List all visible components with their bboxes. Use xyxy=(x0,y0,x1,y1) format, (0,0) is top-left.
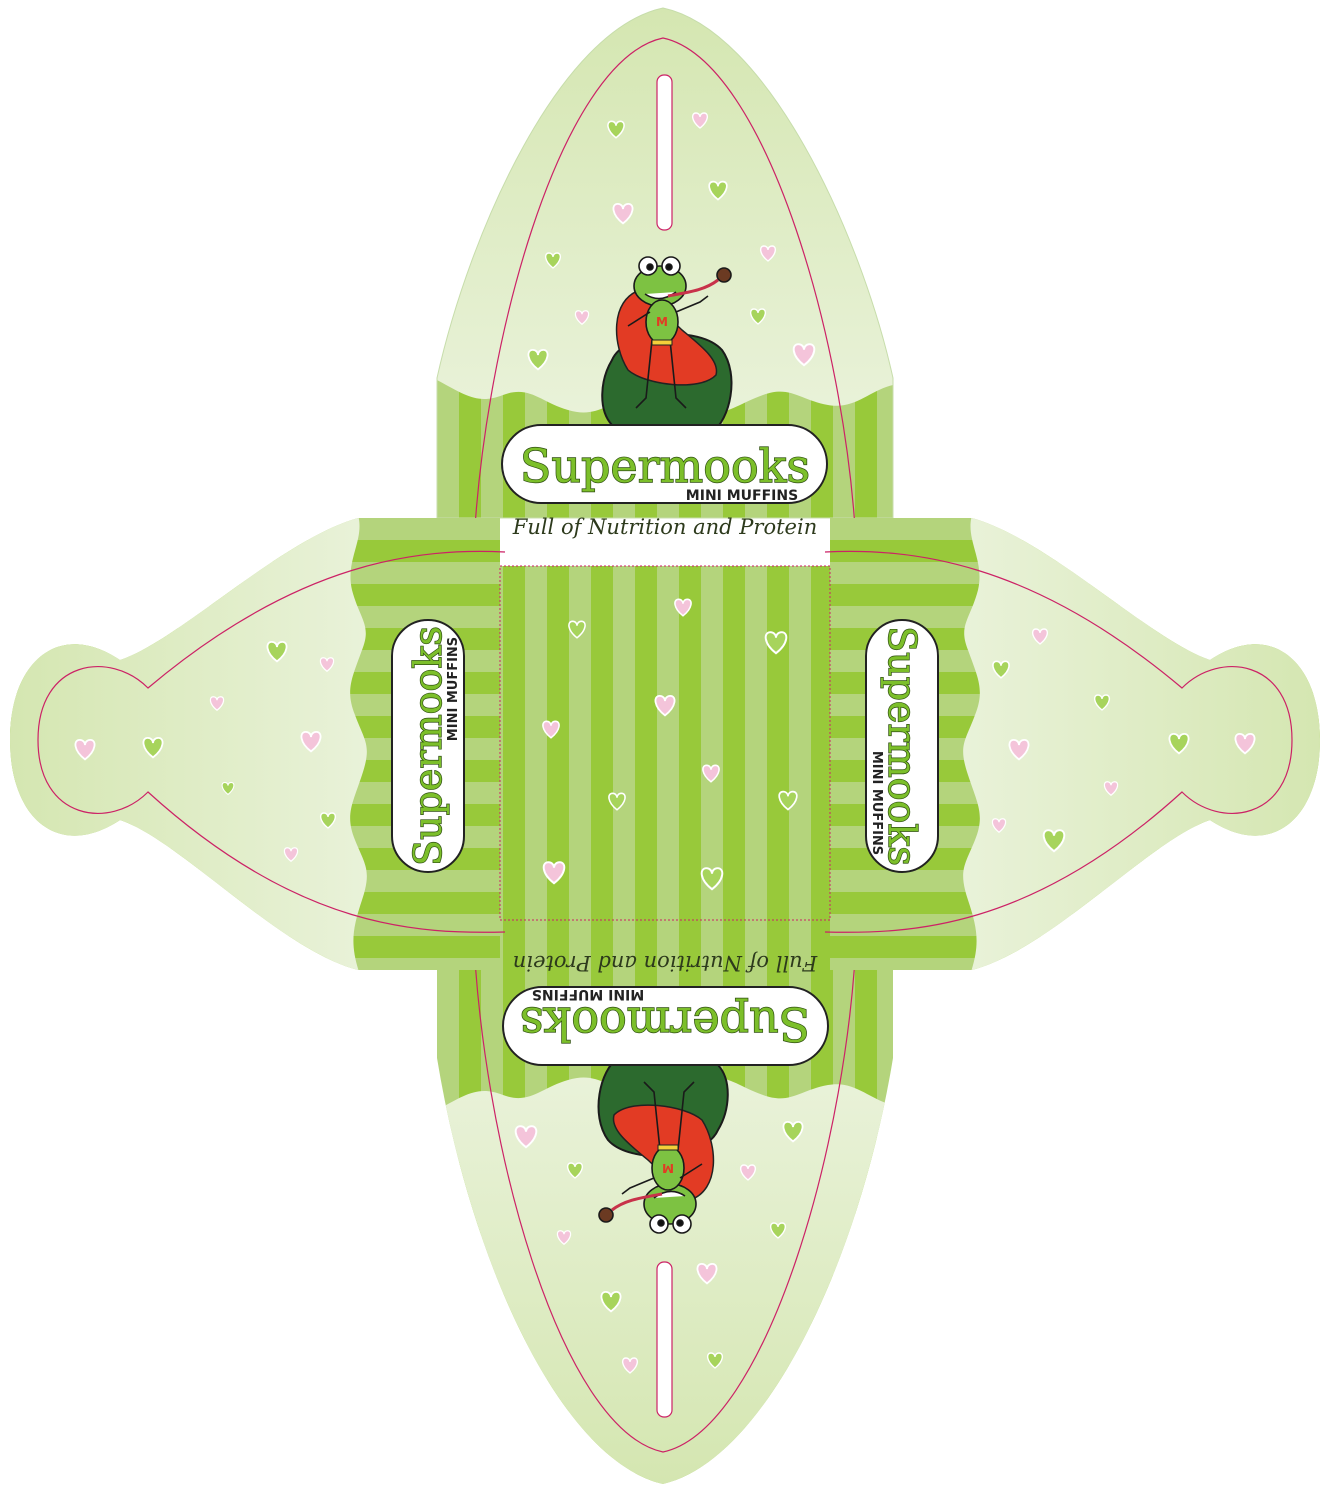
top-brand-label: Supermooks MINI MUFFINS xyxy=(501,424,828,504)
top-flap-cut-line xyxy=(472,37,858,567)
box-base-panel xyxy=(499,565,831,921)
top-mascot-group: M xyxy=(601,256,733,441)
right-brand-label: Supermooks MINI MUFFINS xyxy=(865,619,939,873)
product-line: MINI MUFFINS xyxy=(686,488,798,504)
base-fold-line xyxy=(499,565,831,921)
brand-name: Supermooks xyxy=(520,439,810,493)
top-tab-slot xyxy=(656,74,673,231)
frog-mascot: M xyxy=(627,256,732,409)
tagline-bottom: Full of Nutrition and Protein xyxy=(513,951,818,975)
product-line: MINI MUFFINS xyxy=(869,751,884,855)
product-line: MINI MUFFINS xyxy=(532,986,644,1002)
right-flap-cut-line xyxy=(824,550,1293,933)
left-flap-cut-line xyxy=(37,550,506,933)
mascot-emblem: M xyxy=(656,315,668,329)
bottom-mascot-group: M xyxy=(597,1049,729,1234)
tagline-top: Full of Nutrition and Protein xyxy=(512,515,817,539)
bottom-tab-slot xyxy=(656,1261,673,1418)
brand-name: Supermooks xyxy=(520,997,810,1051)
frog-mascot: M xyxy=(598,1081,703,1234)
bottom-flap-cut-line xyxy=(472,919,858,1453)
mascot-emblem: M xyxy=(662,1161,674,1175)
left-brand-label: Supermooks MINI MUFFINS xyxy=(391,619,465,873)
brand-name: Supermooks xyxy=(880,626,924,866)
product-line: MINI MUFFINS xyxy=(446,637,461,741)
brand-name: Supermooks xyxy=(406,626,450,866)
bottom-brand-label: Supermooks MINI MUFFINS xyxy=(502,986,829,1066)
